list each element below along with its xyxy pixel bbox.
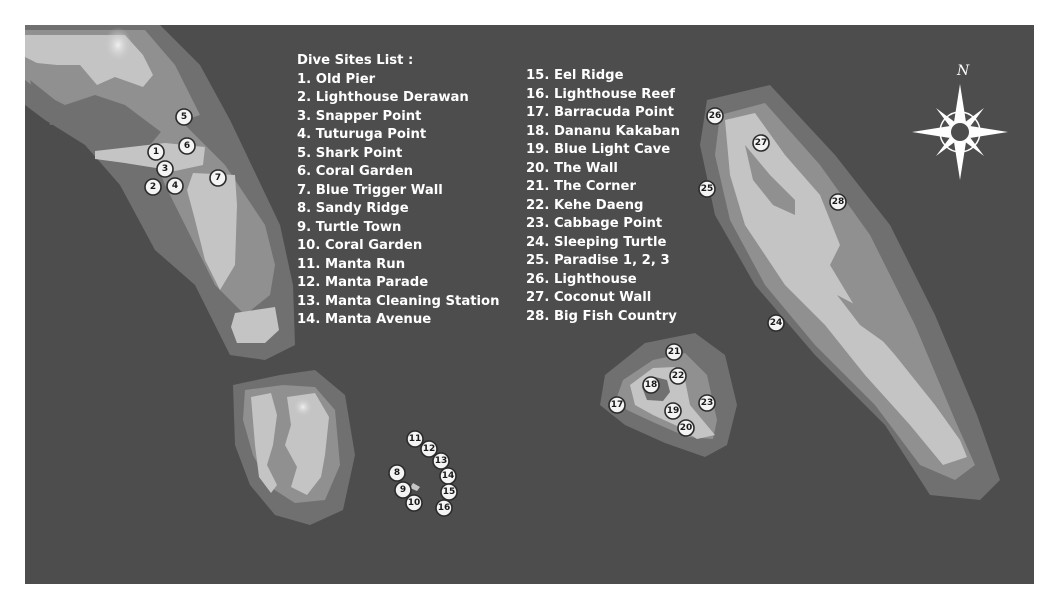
marker-17[interactable]: 17 — [608, 396, 626, 414]
svg-text:15: 15 — [443, 487, 456, 497]
marker-6[interactable]: 6 — [178, 137, 196, 155]
list-item: 2. Lighthouse Derawan — [297, 90, 469, 105]
svg-text:21: 21 — [668, 347, 681, 357]
list-item: 5. Shark Point — [297, 145, 403, 161]
list-item: 20. The Wall — [526, 160, 618, 176]
marker-5[interactable]: 5 — [175, 108, 193, 126]
svg-text:22: 22 — [672, 371, 685, 381]
island-maratua — [700, 85, 1000, 500]
list-item: 25. Paradise 1, 2, 3 — [526, 253, 670, 268]
list-item: 26. Lighthouse — [526, 271, 637, 287]
svg-text:13: 13 — [435, 456, 448, 466]
svg-text:5: 5 — [181, 112, 187, 122]
marker-2[interactable]: 2 — [144, 178, 162, 196]
marker-7[interactable]: 7 — [209, 169, 227, 187]
list-item: 8. Sandy Ridge — [297, 201, 409, 216]
island-south-west — [233, 370, 355, 525]
svg-text:12: 12 — [423, 444, 436, 454]
svg-text:28: 28 — [832, 197, 845, 207]
marker-20[interactable]: 20 — [677, 419, 695, 437]
island-derawan — [25, 25, 295, 360]
list-item: 9. Turtle Town — [297, 219, 402, 235]
marker-16[interactable]: 16 — [435, 499, 453, 517]
list-item: 28. Big Fish Country — [526, 308, 677, 324]
svg-text:16: 16 — [438, 503, 451, 513]
svg-text:25: 25 — [701, 184, 714, 194]
marker-9[interactable]: 9 — [394, 481, 412, 499]
list-item: 24. Sleeping Turtle — [526, 234, 667, 250]
svg-text:2: 2 — [150, 182, 156, 192]
list-item: 14. Manta Avenue — [297, 312, 432, 327]
svg-text:11: 11 — [409, 434, 422, 444]
marker-3[interactable]: 3 — [156, 160, 174, 178]
list-item: 3. Snapper Point — [297, 108, 422, 124]
svg-text:23: 23 — [701, 398, 714, 408]
svg-text:4: 4 — [172, 181, 178, 191]
svg-text:17: 17 — [611, 400, 624, 410]
list-item: 27. Coconut Wall — [526, 290, 652, 305]
marker-14[interactable]: 14 — [439, 467, 457, 485]
svg-text:7: 7 — [215, 173, 221, 183]
compass-north-arrow-icon — [912, 84, 1008, 180]
svg-text:14: 14 — [442, 471, 455, 481]
marker-15[interactable]: 15 — [440, 483, 458, 501]
list-item: 21. The Corner — [526, 179, 636, 194]
svg-text:26: 26 — [709, 111, 722, 121]
list-item: 4. Tuturuga Point — [297, 127, 427, 142]
dive-sites-list-left: Dive Sites List : 1. Old Pier 2. Lightho… — [297, 52, 500, 330]
list-item: 1. Old Pier — [297, 71, 376, 87]
marker-24[interactable]: 24 — [767, 314, 785, 332]
svg-text:3: 3 — [162, 164, 168, 174]
marker-28[interactable]: 28 — [829, 193, 847, 211]
svg-text:20: 20 — [680, 423, 693, 433]
dive-site-map: 1 2 3 4 5 6 7 8 9 10 11 12 13 14 15 16 1… — [25, 25, 1034, 584]
marker-22[interactable]: 22 — [669, 367, 687, 385]
marker-26[interactable]: 26 — [706, 107, 724, 125]
marker-19[interactable]: 19 — [664, 402, 682, 420]
dive-sites-list-right: 15. Eel Ridge 16. Lighthouse Reef 17. Ba… — [526, 67, 680, 326]
compass-north-label: N — [956, 63, 970, 79]
marker-13[interactable]: 13 — [432, 452, 450, 470]
svg-text:10: 10 — [408, 498, 421, 508]
svg-text:24: 24 — [770, 318, 783, 328]
svg-text:8: 8 — [394, 468, 400, 478]
svg-text:27: 27 — [755, 138, 768, 148]
list-item: 15. Eel Ridge — [526, 68, 624, 83]
svg-text:6: 6 — [184, 141, 190, 151]
marker-8[interactable]: 8 — [388, 464, 406, 482]
marker-25[interactable]: 25 — [698, 180, 716, 198]
marker-1[interactable]: 1 — [147, 143, 165, 161]
list-item: 19. Blue Light Cave — [526, 142, 671, 157]
dive-sites-heading: Dive Sites List : — [297, 53, 414, 68]
list-item: 11. Manta Run — [297, 256, 406, 272]
marker-21[interactable]: 21 — [665, 343, 683, 361]
list-item: 16. Lighthouse Reef — [526, 86, 676, 102]
list-item: 6. Coral Garden — [297, 164, 414, 179]
svg-text:1: 1 — [153, 147, 159, 157]
marker-4[interactable]: 4 — [166, 177, 184, 195]
list-item: 17. Barracuda Point — [526, 105, 674, 120]
compass-rose: N — [912, 63, 1008, 180]
list-item: 18. Dananu Kakaban — [526, 123, 680, 139]
svg-text:18: 18 — [645, 380, 658, 390]
marker-10[interactable]: 10 — [405, 494, 423, 512]
list-item: 10. Coral Garden — [297, 238, 423, 253]
marker-23[interactable]: 23 — [698, 394, 716, 412]
svg-text:9: 9 — [400, 485, 406, 495]
marker-18[interactable]: 18 — [642, 376, 660, 394]
marker-11[interactable]: 11 — [406, 430, 424, 448]
list-item: 12. Manta Parade — [297, 275, 429, 290]
list-item: 13. Manta Cleaning Station — [297, 293, 500, 309]
marker-27[interactable]: 27 — [752, 134, 770, 152]
list-item: 23. Cabbage Point — [526, 216, 663, 231]
svg-text:19: 19 — [667, 406, 680, 416]
reef-sangalaki — [410, 483, 420, 491]
map-canvas: 1 2 3 4 5 6 7 8 9 10 11 12 13 14 15 16 1… — [25, 25, 1008, 525]
marker-12[interactable]: 12 — [420, 440, 438, 458]
list-item: 7. Blue Trigger Wall — [297, 182, 443, 198]
list-item: 22. Kehe Daeng — [526, 197, 644, 213]
